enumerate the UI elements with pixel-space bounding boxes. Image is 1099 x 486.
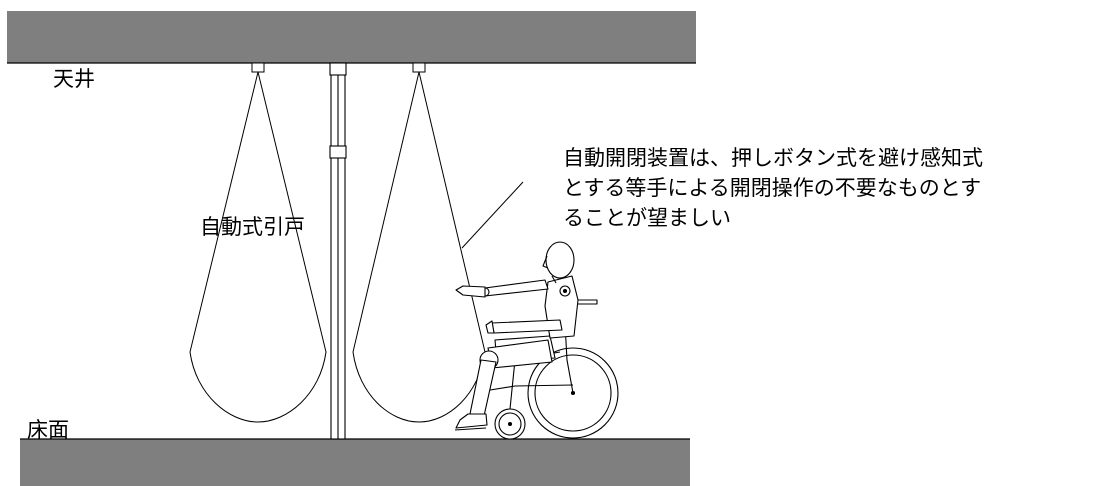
sliding-door-label: 自動式引戸 (200, 215, 305, 239)
left-sensor-icon (189, 62, 327, 423)
sensor-note-line: ることが望ましい (563, 206, 731, 230)
ceiling-slab (7, 11, 696, 63)
floor-slab (20, 439, 690, 486)
right-detection-zone (352, 71, 486, 423)
left-detection-zone (189, 71, 327, 423)
wheelchair-user-figure (454, 241, 619, 440)
floor-label: 床面 (27, 418, 69, 442)
sensor-note-line: 自動開閉装置は、押しボタン式を避け感知式 (563, 146, 983, 170)
right-sensor-icon (352, 62, 486, 423)
sensor-note: 自動開閉装置は、押しボタン式を避け感知式 とする等手による開閉操作の不要なものと… (563, 143, 983, 233)
ceiling-label: 天井 (53, 67, 95, 91)
sensor-note-line: とする等手による開閉操作の不要なものとす (563, 176, 982, 200)
door-post (329, 62, 347, 440)
leader-line (461, 181, 524, 249)
